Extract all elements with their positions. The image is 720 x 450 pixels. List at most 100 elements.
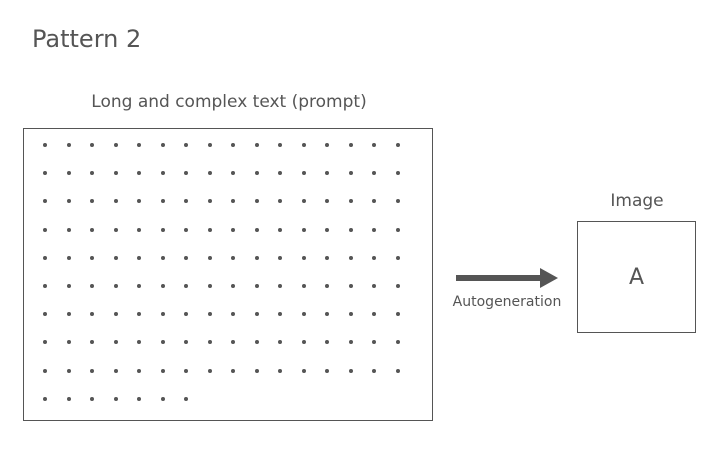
prompt-text-dot xyxy=(137,171,141,176)
prompt-text-dot xyxy=(348,255,353,260)
prompt-text-dot xyxy=(43,171,47,176)
prompt-text-dot xyxy=(278,368,282,373)
prompt-caption: Long and complex text (prompt) xyxy=(91,92,367,112)
prompt-text-dot xyxy=(137,199,141,204)
prompt-text-dot xyxy=(231,340,235,345)
prompt-text-dot xyxy=(372,340,376,345)
prompt-text-dot xyxy=(184,143,188,147)
prompt-text-dot xyxy=(90,312,94,317)
prompt-text-dot xyxy=(278,340,282,345)
prompt-text-dot xyxy=(325,199,329,204)
prompt-text-dot xyxy=(90,340,94,345)
prompt-text-dot xyxy=(372,284,376,288)
prompt-text-dot xyxy=(137,368,141,373)
prompt-text-dot xyxy=(348,143,353,147)
prompt-text-dot xyxy=(160,255,165,260)
prompt-text-dot xyxy=(301,368,306,373)
prompt-text-dot xyxy=(66,368,71,373)
prompt-text-dot xyxy=(137,284,141,288)
prompt-text-dot xyxy=(90,255,94,260)
prompt-text-dot xyxy=(43,340,47,345)
prompt-text-dot xyxy=(395,312,400,317)
prompt-text-dot xyxy=(160,312,165,317)
prompt-text-dot xyxy=(66,312,71,317)
prompt-text-dot xyxy=(207,227,212,232)
prompt-text-dot xyxy=(160,340,165,345)
prompt-text-dot xyxy=(301,199,306,204)
prompt-text-dot xyxy=(348,199,353,204)
prompt-text-dot xyxy=(184,340,188,345)
prompt-text-dot xyxy=(113,255,118,260)
prompt-text-dot xyxy=(113,368,118,373)
prompt-text-dot xyxy=(66,143,71,147)
prompt-text-dot xyxy=(184,396,188,401)
prompt-text-dot xyxy=(43,368,47,373)
prompt-text-box xyxy=(23,128,433,421)
prompt-text-dot xyxy=(160,199,165,204)
prompt-text-dot xyxy=(372,199,376,204)
prompt-text-dot xyxy=(254,312,259,317)
prompt-text-dot xyxy=(325,171,329,176)
prompt-text-dot xyxy=(372,171,376,176)
prompt-text-dot xyxy=(372,368,376,373)
prompt-text-dot xyxy=(231,284,235,288)
prompt-text-dot xyxy=(137,396,141,401)
prompt-text-dot xyxy=(160,227,165,232)
prompt-text-dot xyxy=(372,255,376,260)
prompt-text-dot xyxy=(301,255,306,260)
prompt-text-dot xyxy=(66,284,71,288)
prompt-text-dot xyxy=(348,340,353,345)
prompt-text-dot xyxy=(348,171,353,176)
prompt-text-dot xyxy=(160,368,165,373)
prompt-text-dot xyxy=(137,255,141,260)
prompt-text-dot xyxy=(278,284,282,288)
prompt-text-dot xyxy=(254,368,259,373)
prompt-text-dot xyxy=(207,312,212,317)
prompt-text-dot xyxy=(254,255,259,260)
prompt-text-dot xyxy=(254,171,259,176)
prompt-text-dot xyxy=(137,227,141,232)
prompt-text-dot xyxy=(66,340,71,345)
prompt-text-dot xyxy=(395,368,400,373)
prompt-text-dot xyxy=(160,171,165,176)
prompt-text-dot xyxy=(372,143,376,147)
prompt-text-dot xyxy=(113,396,118,401)
prompt-text-dot xyxy=(278,227,282,232)
prompt-text-dot xyxy=(254,143,259,147)
prompt-text-dot xyxy=(207,340,212,345)
prompt-text-dot xyxy=(395,143,400,147)
image-letter: A xyxy=(628,264,645,290)
prompt-text-dot xyxy=(348,284,353,288)
prompt-text-dot xyxy=(325,284,329,288)
prompt-text-dot xyxy=(325,312,329,317)
prompt-text-dot xyxy=(43,255,47,260)
prompt-text-dot xyxy=(90,143,94,147)
prompt-text-dot xyxy=(43,143,47,147)
prompt-text-dot xyxy=(113,199,118,204)
prompt-text-dot xyxy=(231,227,235,232)
prompt-text-dot xyxy=(43,199,47,204)
prompt-text-dot xyxy=(231,312,235,317)
prompt-text-dot xyxy=(160,143,165,147)
prompt-text-dot xyxy=(160,396,165,401)
prompt-text-dot xyxy=(348,312,353,317)
prompt-text-dot xyxy=(254,199,259,204)
prompt-text-dot xyxy=(90,171,94,176)
right-arrow-icon xyxy=(456,268,558,288)
prompt-text-dot xyxy=(301,312,306,317)
prompt-text-dot xyxy=(325,227,329,232)
prompt-text-dot xyxy=(184,199,188,204)
prompt-text-dot xyxy=(231,368,235,373)
prompt-text-dot xyxy=(278,199,282,204)
prompt-text-dot xyxy=(160,284,165,288)
prompt-text-dot xyxy=(231,255,235,260)
prompt-text-dot xyxy=(231,199,235,204)
prompt-text-dot xyxy=(278,171,282,176)
prompt-text-dot xyxy=(184,255,188,260)
prompt-text-dot xyxy=(301,227,306,232)
prompt-text-dot xyxy=(325,340,329,345)
prompt-text-dot xyxy=(325,143,329,147)
prompt-text-dot xyxy=(66,227,71,232)
prompt-text-dot xyxy=(113,143,118,147)
prompt-text-dot xyxy=(301,284,306,288)
